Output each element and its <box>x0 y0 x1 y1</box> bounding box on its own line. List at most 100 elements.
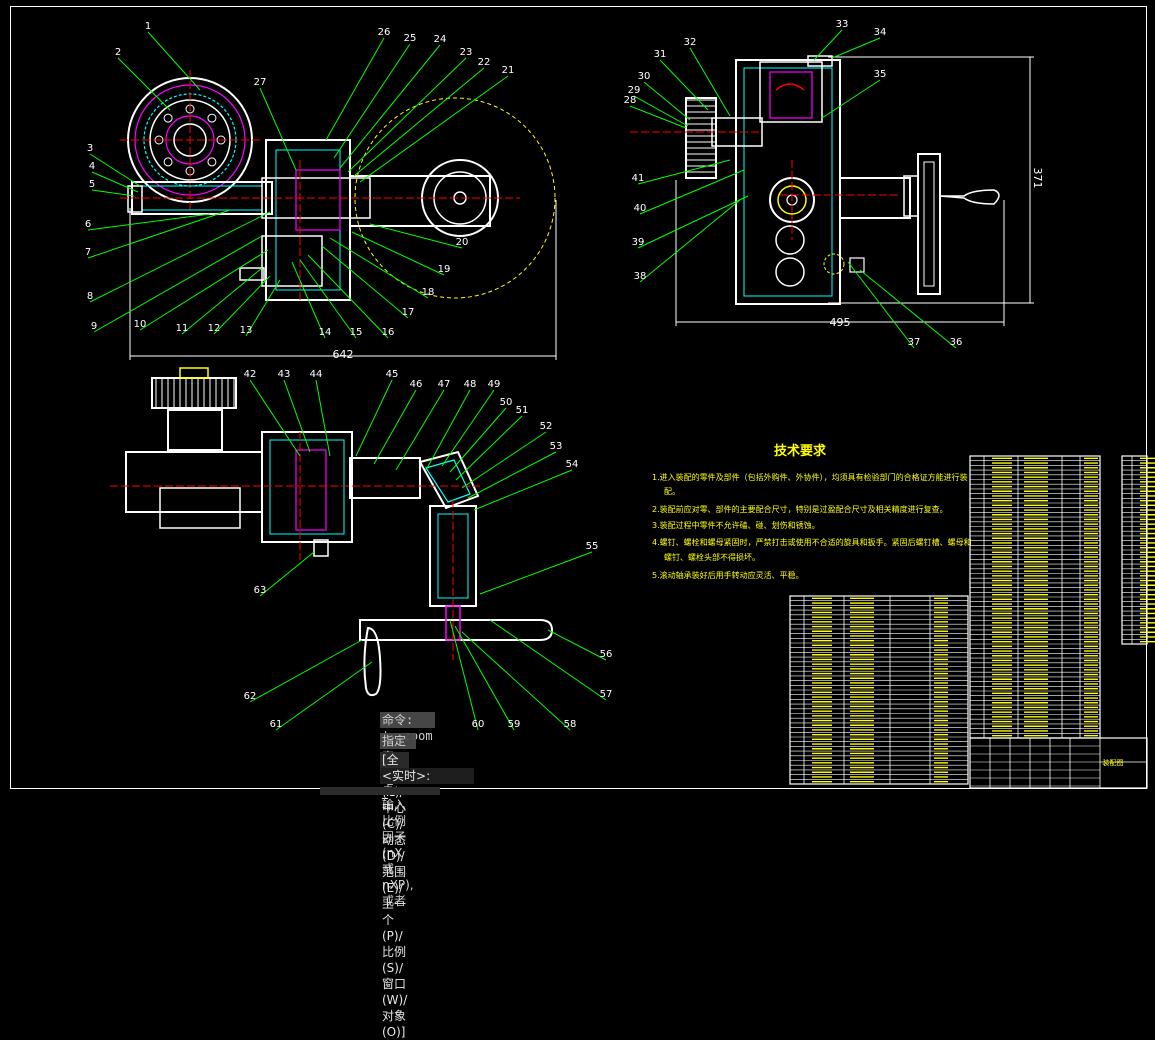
drawing-line <box>181 267 263 335</box>
title-block: 装配图 <box>1103 758 1124 767</box>
part-number: 17 <box>402 307 415 318</box>
drawing-line <box>147 31 201 91</box>
drawing-line <box>643 81 691 121</box>
part-number: 9 <box>91 321 97 332</box>
part-number: 47 <box>438 379 451 390</box>
drawing-line <box>449 619 479 731</box>
part-number: 39 <box>632 237 645 248</box>
drawing-line <box>245 279 281 337</box>
drawing-shape <box>125 451 263 513</box>
drawing-line <box>89 211 271 303</box>
drawing-shape <box>849 257 865 273</box>
tech-req-line: 2.装配前应对零、部件的主要配合尺寸，特别是过盈配合尺寸及相关精度进行复查。 <box>652 504 948 514</box>
drawing-line <box>87 213 211 231</box>
part-number: 19 <box>438 264 451 275</box>
drawing-line <box>91 189 135 197</box>
drawing-shape <box>823 253 845 275</box>
drawing-line <box>139 249 269 331</box>
tech-req-line: 配。 <box>664 487 680 496</box>
command-options-line[interactable]: [全部(A)/中心(C)/动态(D)/范围(E)/上一个(P)/比例(S)/窗口… <box>380 752 410 1039</box>
drawing-line <box>307 254 389 339</box>
drawing-shape <box>207 157 217 167</box>
part-number: 53 <box>550 441 563 452</box>
drawing-shape <box>275 149 341 291</box>
part-number: 25 <box>404 33 417 44</box>
drawing-line <box>629 105 687 129</box>
drawing-line <box>639 199 741 283</box>
part-number: 35 <box>874 69 887 80</box>
drawing-line <box>831 37 881 59</box>
part-number: 3 <box>87 143 93 154</box>
drawing-line <box>461 431 547 489</box>
drawing-line <box>461 631 571 731</box>
drawing-line <box>425 389 471 471</box>
drawing-line <box>249 639 363 703</box>
drawing-line <box>395 389 445 471</box>
dim-side-height: 371 <box>1031 168 1044 189</box>
drawing-line <box>355 379 393 457</box>
tech-req-line: 螺钉、螺栓头部不得损坏。 <box>664 552 760 562</box>
dimension-annotations: 642 495 371 <box>333 168 1045 362</box>
part-number: 55 <box>586 541 599 552</box>
part-number: 6 <box>85 219 91 230</box>
drawing-line <box>637 159 731 185</box>
part-number: 44 <box>310 369 323 380</box>
part-number: 20 <box>456 237 469 248</box>
part-number: 60 <box>472 719 485 730</box>
tech-req-title: 技术要求 <box>774 443 827 459</box>
part-number: 59 <box>508 719 521 730</box>
part-number: 2 <box>115 47 121 58</box>
drawing-line <box>489 619 607 701</box>
drawing-line <box>441 389 495 467</box>
drawing-shape <box>261 431 353 543</box>
part-number: 58 <box>564 719 577 730</box>
drawing-line <box>259 87 297 171</box>
drawing-line <box>325 37 385 141</box>
command-prompt: <实时>: <box>382 769 431 783</box>
drawing-line <box>91 171 139 193</box>
drawing-line <box>315 379 331 457</box>
drawing-line <box>213 275 271 335</box>
part-number: 24 <box>434 34 447 45</box>
part-number: 33 <box>836 19 849 30</box>
drawing-line <box>689 47 731 117</box>
part-number: 42 <box>244 369 257 380</box>
drawing-line <box>321 245 409 319</box>
drawing-line <box>249 379 301 457</box>
part-number: 7 <box>85 247 91 258</box>
drawing-shape <box>159 487 241 529</box>
drawing-shape <box>359 619 554 641</box>
drawing-line <box>291 261 326 339</box>
part-number: 57 <box>600 689 613 700</box>
drawing-line <box>351 231 445 276</box>
part-number: 26 <box>378 27 391 38</box>
drawing-shape <box>163 157 173 167</box>
part-number: 62 <box>244 691 257 702</box>
part-number: 1 <box>145 21 151 32</box>
part-number: 18 <box>422 287 435 298</box>
drawing-shape <box>349 175 491 227</box>
drawing-shape <box>917 153 941 295</box>
drawing-line <box>637 195 749 249</box>
drawing-shape <box>807 55 833 67</box>
part-number: 31 <box>654 49 667 60</box>
drawing-line <box>473 469 573 511</box>
drawing-line <box>821 79 881 119</box>
drawing-line <box>347 57 467 173</box>
part-number: 52 <box>540 421 553 432</box>
drawing-line <box>639 169 745 215</box>
part-number: 41 <box>632 173 645 184</box>
drawing-shape <box>295 449 327 531</box>
part-number: 45 <box>386 369 399 380</box>
drawing-line <box>659 59 709 111</box>
part-number: 54 <box>566 459 579 470</box>
part-number: 28 <box>624 95 637 106</box>
part-number: 30 <box>638 71 651 82</box>
technical-requirements: 技术要求 1.进入装配的零件及部件（包括外购件、外协件），均须具有检验部门的合格… <box>652 443 972 580</box>
part-number: 40 <box>634 203 647 214</box>
drawing-shape <box>265 139 351 301</box>
drawing-shape <box>239 267 265 281</box>
command-input-row[interactable]: <实时>: <box>380 768 474 800</box>
drawing-shape <box>295 169 341 231</box>
